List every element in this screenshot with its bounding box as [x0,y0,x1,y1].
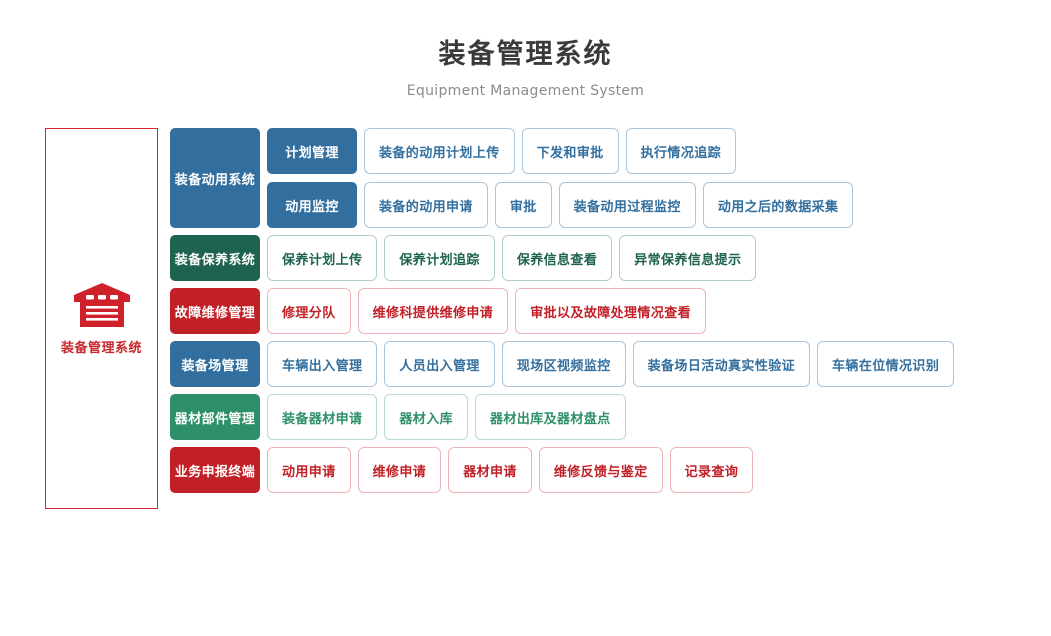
subrow-dispatch-monitoring: 动用监控 装备的动用申请 审批 装备动用过程监控 动用之后的数据采集 [260,182,854,228]
item-site-video-monitoring[interactable]: 现场区视频监控 [501,341,626,387]
group-fault-repair-management: 故障维修管理 修理分队 维修科提供维修申请 审批以及故障处理情况查看 [170,288,954,334]
item-maintenance-plan-upload[interactable]: 保养计划上传 [267,235,378,281]
item-approval[interactable]: 审批 [494,182,552,228]
item-personnel-access-management[interactable]: 人员出入管理 [384,341,495,387]
subrow-plan-management: 计划管理 装备的动用计划上传 下发和审批 执行情况追踪 [260,128,853,174]
item-abnormal-maintenance-alert[interactable]: 异常保养信息提示 [619,235,757,281]
category-parts-management[interactable]: 器材部件管理 [170,394,260,440]
item-plan-upload[interactable]: 装备的动用计划上传 [364,128,515,174]
subcategory-plan-management[interactable]: 计划管理 [267,128,357,174]
item-daily-activity-verification[interactable]: 装备场日活动真实性验证 [632,341,811,387]
item-dispatch-process-monitoring[interactable]: 装备动用过程监控 [558,182,696,228]
category-maintenance-system[interactable]: 装备保养系统 [170,235,260,281]
category-fault-repair-management[interactable]: 故障维修管理 [170,288,260,334]
brand-label: 装备管理系统 [60,340,142,356]
item-approval-and-fault-status-view[interactable]: 审批以及故障处理情况查看 [515,288,707,334]
item-dispatch-request[interactable]: 动用申请 [267,447,351,493]
item-repair-department-request[interactable]: 维修科提供维修申请 [357,288,509,334]
item-vehicle-access-management[interactable]: 车辆出入管理 [267,341,378,387]
group-business-declaration-terminal: 业务申报终端 动用申请 维修申请 器材申请 维修反馈与鉴定 记录查询 [170,447,954,493]
category-equipment-dispatch[interactable]: 装备动用系统 [170,128,260,228]
item-maintenance-plan-tracking[interactable]: 保养计划追踪 [384,235,495,281]
group-parts-management: 器材部件管理 装备器材申请 器材入库 器材出库及器材盘点 [170,394,954,440]
page-title: 装备管理系统 [438,39,613,70]
group-equipment-yard-management: 装备场管理 车辆出入管理 人员出入管理 现场区视频监控 装备场日活动真实性验证 … [170,341,955,387]
brand-panel: 装备管理系统 [45,128,158,509]
item-equipment-parts-request[interactable]: 装备器材申请 [267,394,378,440]
page-header: 装备管理系统 Equipment Management System [0,0,1051,100]
category-business-declaration-terminal[interactable]: 业务申报终端 [170,447,260,493]
item-execution-tracking[interactable]: 执行情况追踪 [625,128,737,174]
item-vehicle-presence-recognition[interactable]: 车辆在位情况识别 [817,341,955,387]
item-maintenance-info-view[interactable]: 保养信息查看 [501,235,613,281]
warehouse-icon [73,282,131,328]
item-repair-unit[interactable]: 修理分队 [267,288,351,334]
module-matrix: 装备动用系统 计划管理 装备的动用计划上传 下发和审批 执行情况追踪 动用监控 … [170,128,955,500]
item-parts-outbound-and-inventory[interactable]: 器材出库及器材盘点 [475,394,626,440]
item-dispatch-application[interactable]: 装备的动用申请 [364,182,488,228]
item-repair-feedback-and-appraisal[interactable]: 维修反馈与鉴定 [538,447,663,493]
item-issue-and-approve[interactable]: 下发和审批 [521,128,619,174]
item-post-dispatch-data-collection[interactable]: 动用之后的数据采集 [702,182,854,228]
item-parts-inbound[interactable]: 器材入库 [384,394,469,440]
item-repair-request[interactable]: 维修申请 [357,447,442,493]
group-maintenance-system: 装备保养系统 保养计划上传 保养计划追踪 保养信息查看 异常保养信息提示 [170,235,954,281]
page-subtitle: Equipment Management System [406,83,645,99]
group-equipment-dispatch: 装备动用系统 计划管理 装备的动用计划上传 下发和审批 执行情况追踪 动用监控 … [170,128,954,228]
item-record-query[interactable]: 记录查询 [669,447,754,493]
category-equipment-yard-management[interactable]: 装备场管理 [170,341,260,387]
item-parts-request[interactable]: 器材申请 [448,447,532,493]
subcategory-dispatch-monitoring[interactable]: 动用监控 [267,182,357,228]
